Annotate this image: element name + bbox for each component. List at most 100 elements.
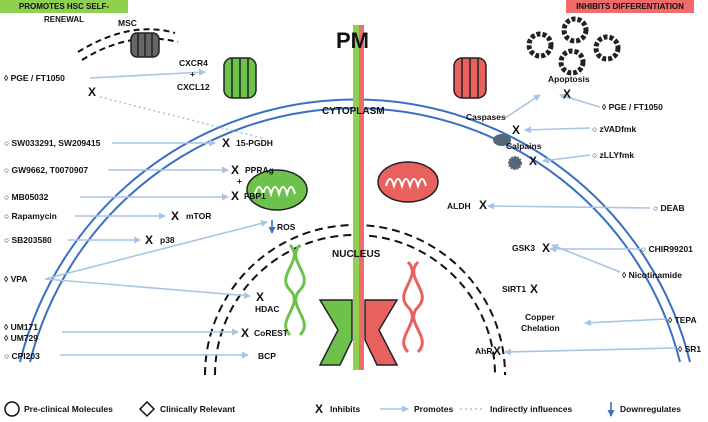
molecule-class-symbol: ○ — [4, 235, 12, 245]
left-molecule-sb: ○ SB203580 — [4, 235, 52, 245]
left-molecule-um729: ◊ UM729 — [4, 333, 38, 343]
molecule-class-symbol: ○ — [653, 203, 661, 213]
legend-downregulates: Downregulates — [620, 404, 681, 414]
inhibit-mark-pgdh: X — [222, 136, 231, 150]
cxcr4-receptor — [223, 57, 257, 99]
apoptosis-label: Apoptosis — [548, 74, 590, 84]
molecule-class-symbol: ◊ — [622, 270, 629, 280]
inhibit-mark-pprag: X — [231, 163, 240, 177]
left-molecule-pge-left: ◊ PGE / FT1050 — [4, 73, 65, 83]
divider-green — [353, 25, 359, 370]
red-receptor — [453, 57, 487, 99]
banner-inhibits: INHIBITS DIFFERENTIATION — [566, 0, 694, 13]
molecule-class-symbol: ○ — [592, 124, 600, 134]
sirt1-label: SIRT1 — [502, 284, 527, 294]
right-molecule-chir: ○ CHIR99201 — [641, 244, 693, 254]
caspases-label: Caspases — [466, 112, 506, 122]
molecule-class-symbol: ◊ — [4, 333, 11, 343]
inhibit-mark-p38: X — [145, 233, 154, 247]
red-mitochondrion — [377, 161, 439, 203]
plus-2-label: + — [237, 176, 242, 186]
corest-label: CoREST — [254, 328, 288, 338]
nuclear-envelope-inner — [214, 234, 496, 376]
calpain-blob — [508, 156, 522, 170]
red-dna — [402, 260, 424, 354]
green-mitochondrion — [246, 169, 308, 211]
inhibit-mark-apoptosis: X — [563, 87, 572, 101]
inhibit-mark-hdac: X — [256, 290, 265, 304]
molecule-class-symbol: ◊ — [668, 315, 675, 325]
legend-inhibit-mark: X — [315, 402, 324, 416]
legend-inhibits: Inhibits — [330, 404, 361, 414]
mtor-label: mTOR — [186, 211, 212, 221]
right-molecule-zvad: ○ zVADfmk — [592, 124, 637, 134]
msc-membrane-2 — [81, 37, 179, 61]
legend-clinical: Clinically Relevant — [160, 404, 236, 414]
legend-diamond-icon — [138, 400, 156, 418]
fbp1-label: FBP1 — [244, 191, 266, 201]
green-dna — [284, 243, 306, 337]
molecule-class-symbol: ◊ — [4, 73, 11, 83]
inhibit-mark-sirt1: X — [530, 282, 539, 296]
pprag-label: PPRAg — [245, 165, 274, 175]
legend-preclinical: Pre-clinical Molecules — [24, 404, 113, 414]
right-molecule-sr1: ◊ SR1 — [678, 344, 702, 354]
inhibit-mark-caspases: X — [512, 123, 521, 137]
right-molecule-zlly: ○ zLLYfmk — [592, 150, 635, 160]
legend-promotes: Promotes — [414, 404, 454, 414]
chelation-label: Chelation — [521, 323, 560, 333]
msc-label: MSC — [118, 18, 137, 28]
left-molecule-cpi: ○ CPI203 — [4, 351, 40, 361]
apoptotic-bodies — [526, 16, 621, 76]
legend-circle-icon — [4, 401, 20, 417]
hdac-label: HDAC — [255, 304, 280, 314]
cxcr4-label: CXCR4 — [179, 58, 208, 68]
copper-label: Copper — [525, 312, 555, 322]
bcp-label: BCP — [258, 351, 276, 361]
left-molecule-um171: ◊ UM171 — [4, 322, 38, 332]
cytoplasm-label: CYTOPLASM — [322, 106, 385, 117]
cxcl12-label: CXCL12 — [177, 82, 210, 92]
left-molecule-rapamycin: ○ Rapamycin — [4, 211, 57, 221]
msc-receptor — [130, 32, 160, 58]
inhibit-mark-corest: X — [241, 326, 250, 340]
plus-1-label: + — [190, 69, 195, 79]
red-chromosome — [364, 299, 399, 366]
pm-label: PM — [336, 28, 369, 53]
divider-red — [359, 25, 364, 370]
msc-membrane — [77, 28, 176, 53]
green-chromosome — [318, 299, 353, 366]
aldh-label: ALDH — [447, 201, 471, 211]
molecule-class-symbol: ○ — [592, 150, 600, 160]
right-molecule-tepa: ◊ TEPA — [668, 315, 697, 325]
molecule-class-symbol: ○ — [4, 211, 12, 221]
p38-label: p38 — [160, 235, 175, 245]
inhibit-mark-aldh: X — [479, 198, 488, 212]
ros-label: ROS — [277, 222, 296, 232]
molecule-class-symbol: ○ — [4, 165, 12, 175]
right-molecule-nicotinamide: ◊ Nicotinamide — [622, 270, 682, 280]
right-molecule-deab: ○ DEAB — [653, 203, 685, 213]
molecule-class-symbol: ◊ — [678, 344, 685, 354]
molecule-class-symbol: ○ — [4, 192, 12, 202]
pgdh-label: 15-PGDH — [236, 138, 273, 148]
molecule-class-symbol: ○ — [4, 351, 12, 361]
molecule-class-symbol: ◊ — [4, 322, 11, 332]
inhibit-mark-gsk3: X — [542, 241, 551, 255]
molecule-class-symbol: ◊ — [4, 274, 11, 284]
inhibit-mark-mtor: X — [171, 209, 180, 223]
molecule-class-symbol: ○ — [4, 138, 12, 148]
left-molecule-gw: ○ GW9662, T0070907 — [4, 165, 89, 175]
caspase-blob — [493, 134, 511, 146]
left-molecule-mb: ○ MB05032 — [4, 192, 49, 202]
ahr-label: AhR — [475, 346, 493, 356]
left-molecule-vpa: ◊ VPA — [4, 274, 28, 284]
inhibit-mark-fbp1: X — [231, 189, 240, 203]
nucleus-label: NUCLEUS — [332, 249, 381, 260]
inhibit-mark-ahr: X — [493, 344, 502, 358]
indirect-influence-line — [99, 96, 263, 139]
left-molecule-sw: ○ SW033291, SW209415 — [4, 138, 101, 148]
legend-indirect: Indirectly influences — [490, 404, 573, 414]
